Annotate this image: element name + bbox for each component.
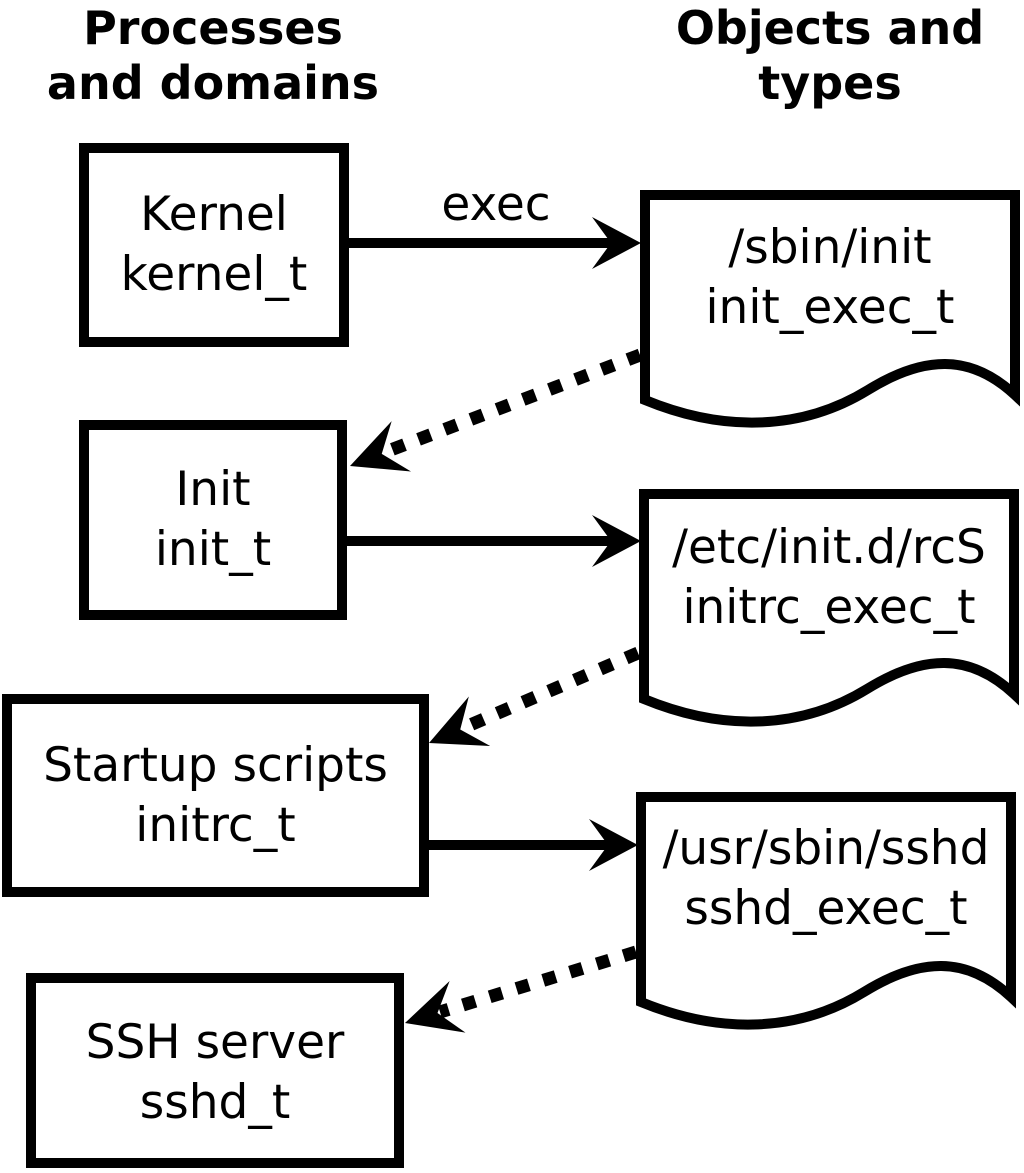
- startup-scripts-node-domain: initrc_t: [135, 797, 296, 853]
- arrow-startup-head-icon: [589, 819, 638, 871]
- dotted-arrow-sshd-to-ssh-server: [405, 945, 638, 1033]
- sbin-init-document-shape: [640, 190, 1020, 428]
- kernel-node-label: Kernel kernel_t: [89, 153, 339, 337]
- arrow-init-to-etc-initd-rcs: [347, 515, 641, 567]
- column-header-objects-line2: types: [758, 56, 902, 110]
- kernel-node-name: Kernel: [140, 187, 288, 242]
- startup-scripts-box-shape: [2, 694, 429, 897]
- dotted-head-1-icon: [350, 421, 412, 472]
- column-header-processes-line2: and domains: [46, 56, 380, 110]
- init-node-name: Init: [175, 462, 251, 517]
- usr-sbin-sshd-document-shape: [636, 792, 1016, 1030]
- sbin-init-node-label: /sbin/init init_exec_t: [650, 192, 1010, 364]
- init-node-label: Init init_t: [89, 430, 337, 610]
- arrow-kernel-to-sbin-init: [349, 217, 641, 269]
- exec-edge-label: exec: [441, 177, 551, 232]
- usr-sbin-sshd-node-path: /usr/sbin/sshd: [662, 821, 990, 876]
- etc-initd-rcs-node-label: /etc/init.d/rcS initrc_exec_t: [649, 492, 1009, 664]
- dotted-arrow-sbin-init-to-init: [350, 348, 643, 472]
- kernel-node-domain: kernel_t: [120, 247, 308, 302]
- etc-initd-rcs-node-path: /etc/init.d/rcS: [672, 520, 986, 575]
- ssh-server-node-label: SSH server sshd_t: [36, 985, 394, 1161]
- column-header-objects: Objects and types: [640, 0, 1020, 112]
- init-box-shape: [79, 420, 347, 620]
- arrow-init-head-icon: [592, 515, 641, 567]
- usr-sbin-sshd-node-type: sshd_exec_t: [684, 881, 968, 936]
- arrow-startup-to-usr-sbin-sshd: [429, 819, 638, 871]
- etc-initd-rcs-document-shape: [639, 489, 1019, 727]
- ssh-server-box-shape: [26, 973, 404, 1168]
- dotted-arrow-rcs-to-startup: [429, 647, 641, 747]
- sbin-init-node-path: /sbin/init: [728, 220, 932, 275]
- ssh-server-node-name: SSH server: [85, 1015, 345, 1070]
- dotted-line-3: [438, 945, 638, 1019]
- column-header-processes: Processes and domains: [23, 0, 403, 112]
- kernel-box-shape: [79, 143, 349, 347]
- startup-scripts-node-name: Startup scripts: [43, 737, 388, 793]
- dotted-head-2-icon: [429, 696, 491, 747]
- init-node-domain: init_t: [154, 522, 272, 577]
- dotted-line-1: [385, 348, 643, 458]
- arrow-kernel-head-icon: [592, 217, 641, 269]
- startup-scripts-node-label: Startup scripts initrc_t: [12, 704, 419, 887]
- column-header-objects-line1: Objects and: [675, 1, 985, 55]
- usr-sbin-sshd-node-label: /usr/sbin/sshd sshd_exec_t: [646, 793, 1006, 965]
- dotted-line-2: [460, 647, 641, 734]
- sbin-init-node-type: init_exec_t: [705, 280, 955, 335]
- dotted-head-3-icon: [405, 981, 466, 1033]
- ssh-server-node-domain: sshd_t: [139, 1075, 291, 1130]
- etc-initd-rcs-node-type: initrc_exec_t: [682, 580, 976, 635]
- column-header-processes-line1: Processes: [83, 1, 343, 55]
